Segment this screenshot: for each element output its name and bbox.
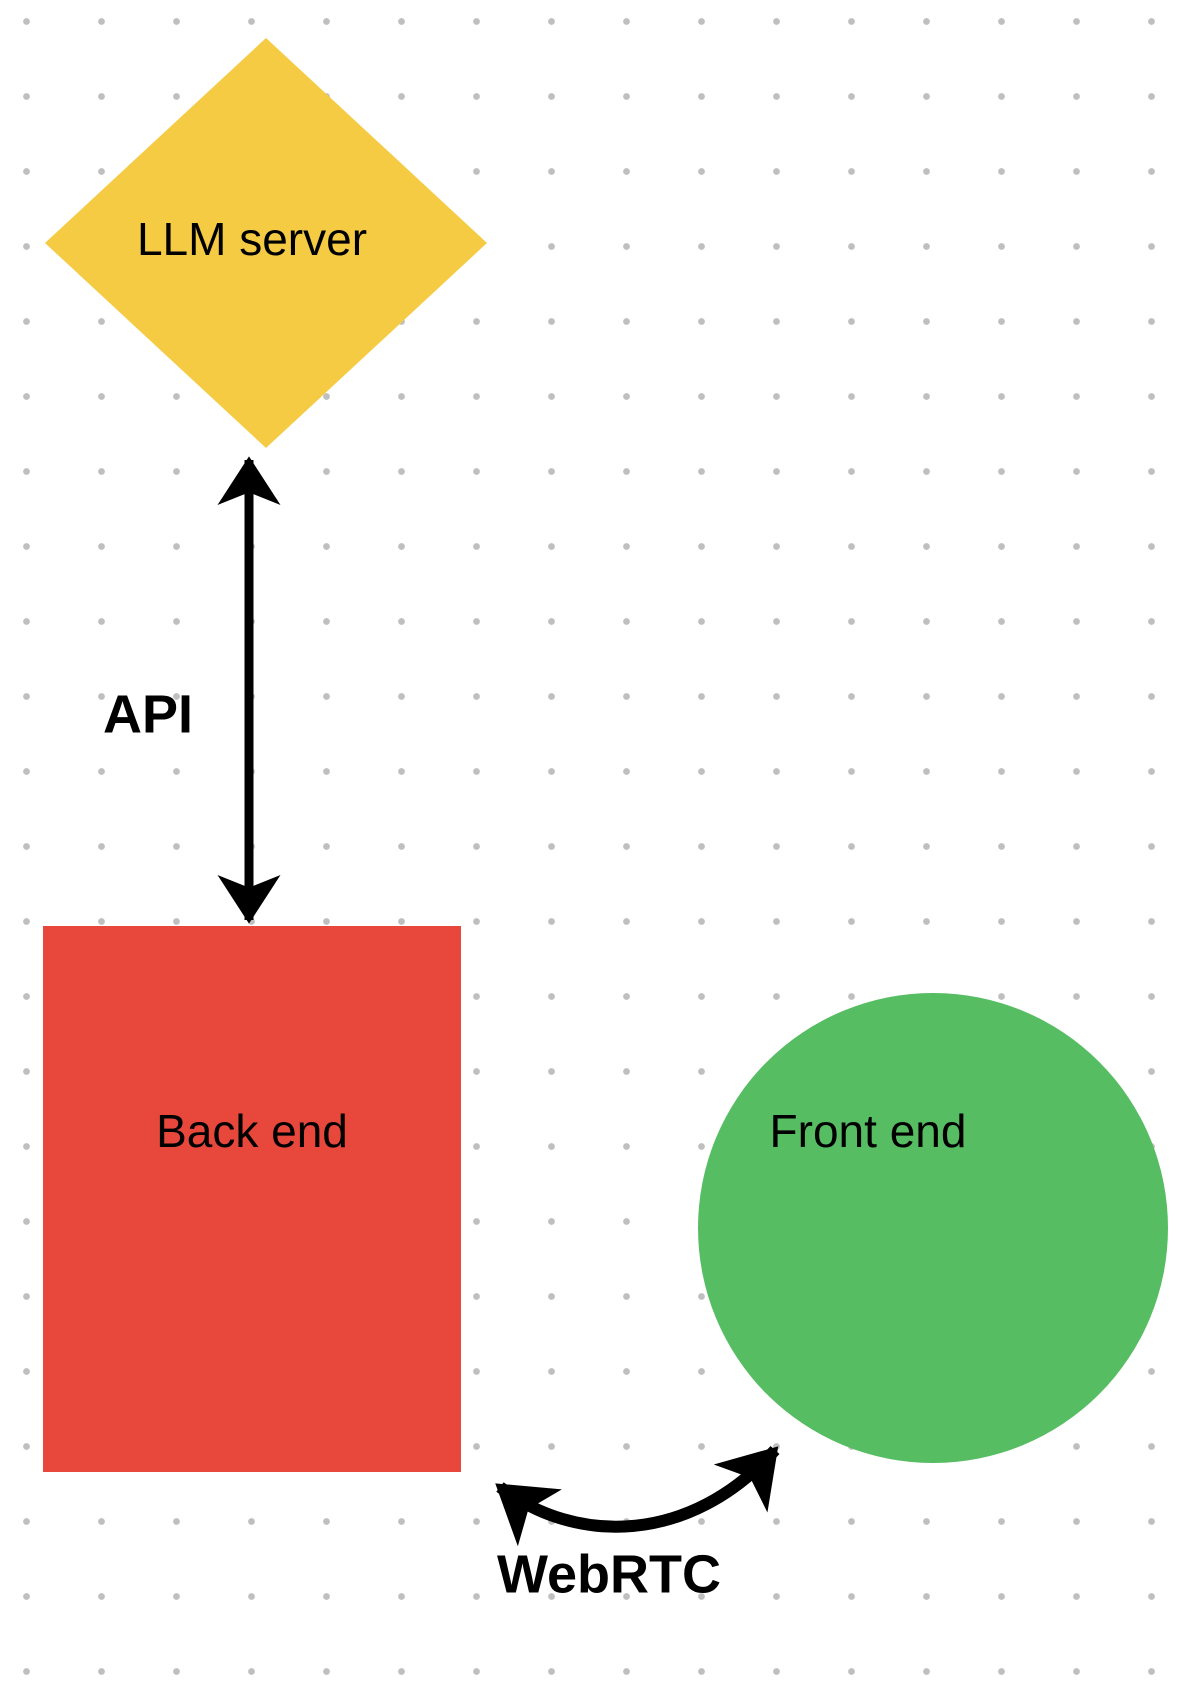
llm-server-label: LLM server — [137, 213, 367, 265]
back-end-square-shape — [43, 926, 461, 1472]
back-end-label: Back end — [156, 1105, 348, 1157]
node-back-end[interactable]: Back end — [43, 926, 461, 1472]
webrtc-edge[interactable]: WebRTC — [495, 1445, 780, 1604]
llm-server-diamond-shape — [45, 38, 487, 448]
node-llm-server[interactable]: LLM server — [45, 38, 487, 448]
webrtc-edge-label: WebRTC — [497, 1544, 721, 1604]
front-end-circle-shape — [698, 993, 1168, 1463]
front-end-label: Front end — [770, 1105, 967, 1157]
api-edge[interactable]: API — [103, 456, 281, 924]
node-front-end[interactable]: Front end — [698, 993, 1168, 1463]
webrtc-edge-curve — [495, 1445, 780, 1547]
api-edge-label: API — [103, 684, 193, 744]
